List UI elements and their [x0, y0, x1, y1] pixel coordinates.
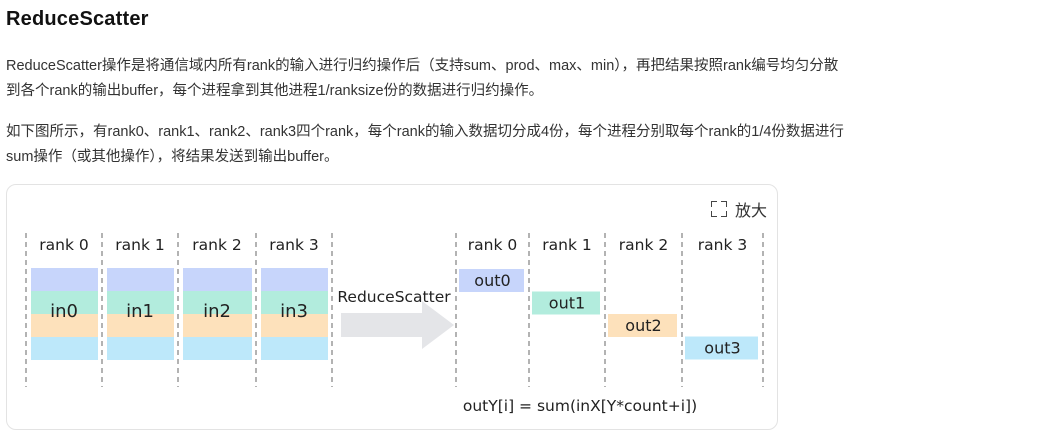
description-paragraph-2: 如下图所示，有rank0、rank1、rank2、rank3四个rank，每个r… — [6, 120, 1036, 170]
input-chunk-1-1 — [107, 291, 174, 314]
input-chunk-0-0 — [31, 268, 98, 291]
diagram-figure: 放大 rank 0 in0 rank 1 in1 rank 2 in2 rank 3 in3 … — [6, 184, 778, 430]
output-buffer-label: out3 — [704, 339, 740, 358]
input-buffer-label: in2 — [203, 301, 231, 322]
formula-label: outY[i] = sum(inX[Y*count+i]) — [463, 397, 697, 415]
output-rank-label: rank 3 — [698, 236, 747, 254]
output-rank-label: rank 2 — [619, 236, 668, 254]
operation-label: ReduceScatter — [337, 288, 451, 306]
zoom-button[interactable]: 放大 — [710, 197, 767, 221]
input-rank-label: rank 1 — [115, 236, 164, 254]
input-chunk-0-2 — [31, 314, 98, 337]
input-chunk-1-0 — [107, 268, 174, 291]
output-buffer-label: out2 — [625, 316, 661, 335]
input-chunk-2-1 — [183, 291, 252, 314]
output-chunk-1 — [532, 291, 600, 315]
input-rank-label: rank 2 — [192, 236, 241, 254]
zoom-label: 放大 — [734, 203, 767, 220]
output-buffer-label: out1 — [549, 294, 585, 313]
input-chunk-3-1 — [261, 291, 328, 314]
expand-icon — [710, 201, 727, 217]
input-chunk-3-2 — [261, 314, 328, 337]
output-chunk-3 — [685, 336, 758, 360]
input-chunk-0-3 — [31, 337, 98, 360]
input-chunk-2-3 — [183, 337, 252, 360]
output-chunk-0 — [459, 269, 524, 292]
input-chunk-0-1 — [31, 291, 98, 314]
input-chunk-3-0 — [261, 268, 328, 291]
output-buffer-label: out0 — [474, 271, 510, 290]
paragraph-line: 如下图所示，有rank0、rank1、rank2、rank3四个rank，每个r… — [6, 124, 844, 140]
input-chunk-2-0 — [183, 268, 252, 291]
input-rank-label: rank 0 — [39, 236, 88, 254]
input-chunk-3-3 — [261, 337, 328, 360]
input-chunk-1-2 — [107, 314, 174, 337]
description-paragraph-1: ReduceScatter操作是将通信域内所有rank的输入进行归约操作后（支持… — [6, 54, 1036, 104]
output-rank-label: rank 0 — [468, 236, 517, 254]
reducescatter-diagram: rank 0 in0 rank 1 in1 rank 2 in2 rank 3 in3 Red… — [25, 233, 764, 415]
input-buffer-label: in3 — [280, 301, 308, 322]
paragraph-line: sum操作（或其他操作），将结果发送到输出buffer。 — [6, 149, 339, 165]
output-chunk-2 — [608, 314, 677, 337]
input-buffer-label: in1 — [126, 301, 154, 322]
paragraph-line: 到各个rank的输出buffer，每个进程拿到其他进程1/ranksize份的数… — [6, 83, 544, 99]
input-chunk-2-2 — [183, 314, 252, 337]
page-title: ReduceScatter — [6, 8, 149, 30]
input-rank-label: rank 3 — [269, 236, 318, 254]
arrow-icon — [341, 301, 454, 349]
input-buffer-label: in0 — [50, 301, 78, 322]
paragraph-line: ReduceScatter操作是将通信域内所有rank的输入进行归约操作后（支持… — [6, 58, 839, 74]
input-chunk-1-3 — [107, 337, 174, 360]
output-rank-label: rank 1 — [542, 236, 591, 254]
